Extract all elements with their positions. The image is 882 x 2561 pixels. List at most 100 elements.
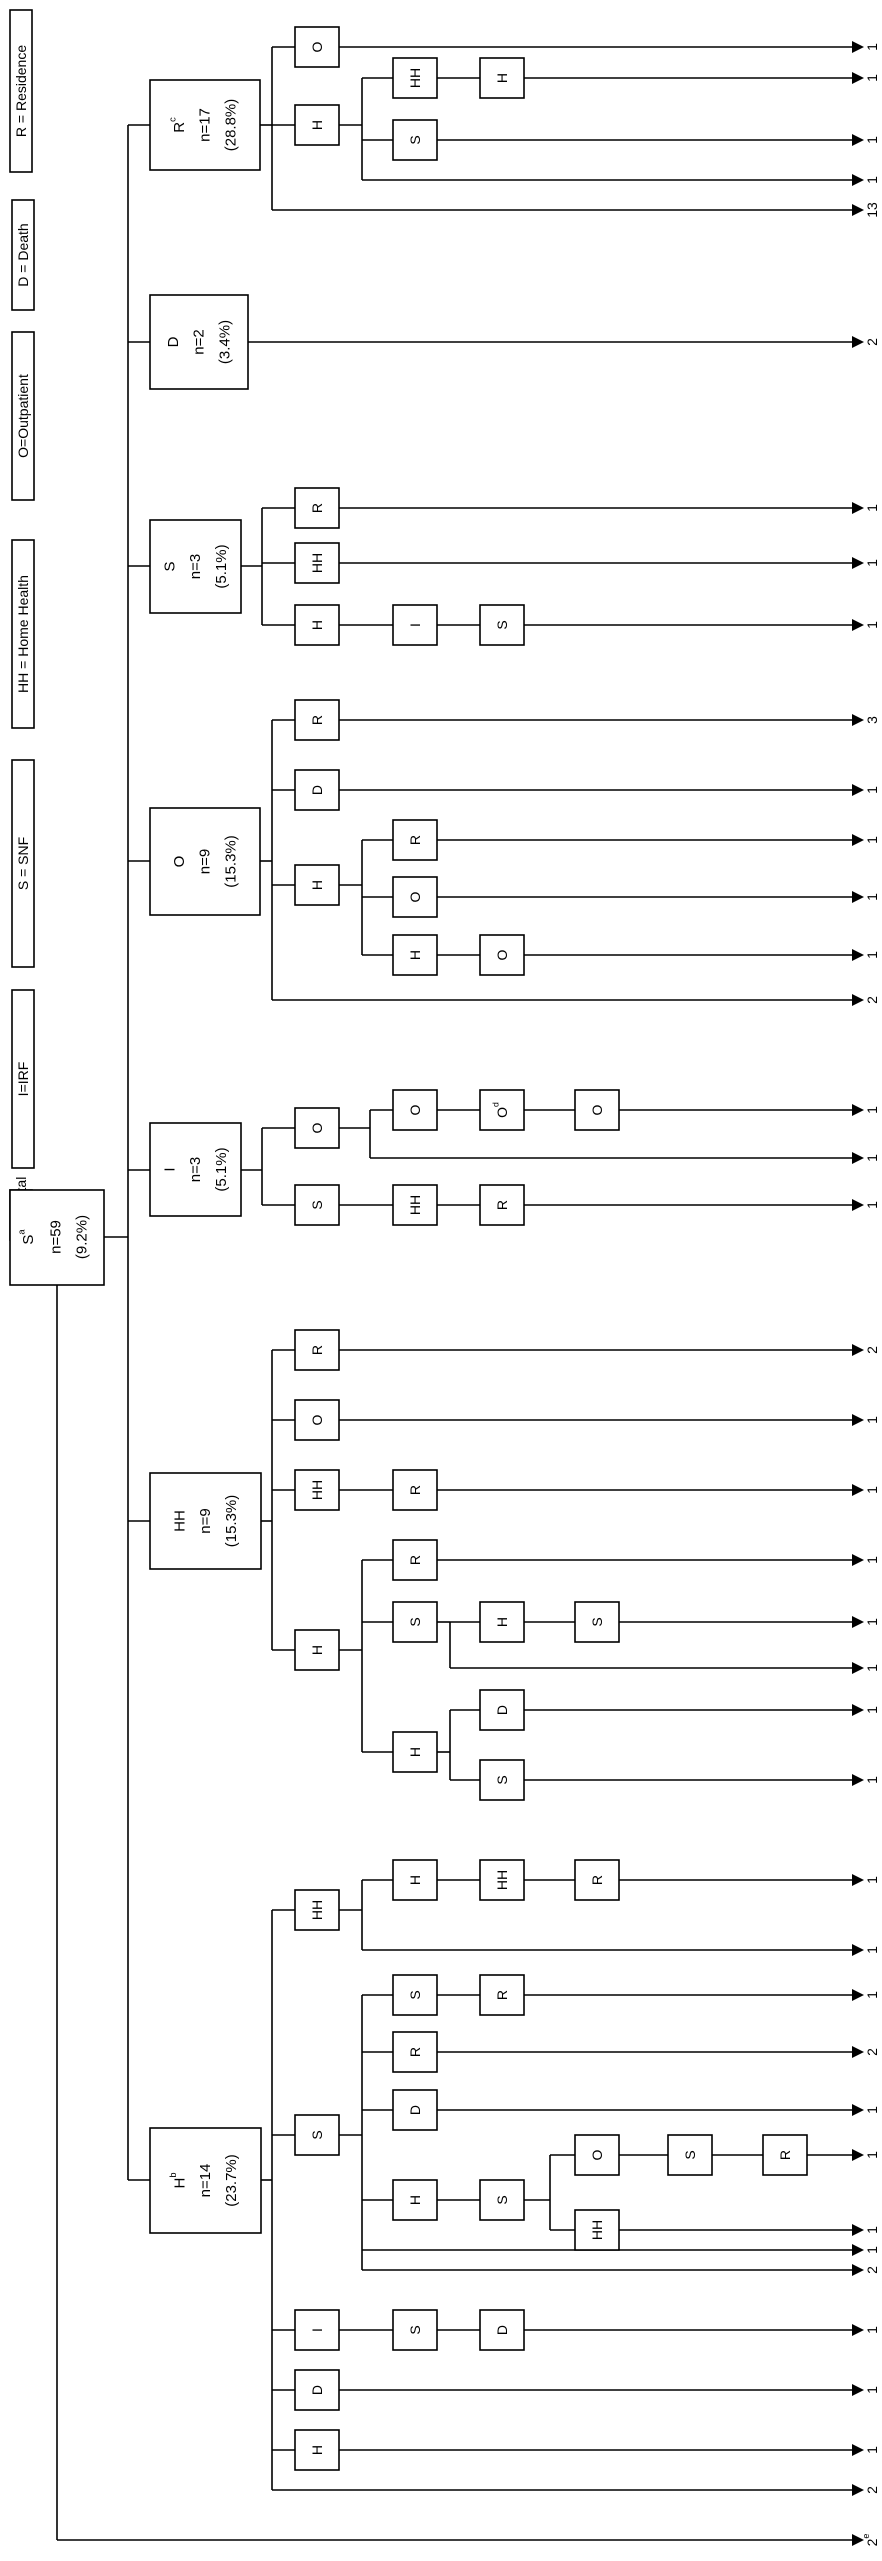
- state-label: O: [494, 949, 510, 960]
- state-label: S: [494, 1775, 510, 1784]
- root-label-superscript: a: [16, 1229, 26, 1235]
- state-node-h: [392, 2179, 438, 2221]
- group-box-r: [149, 79, 261, 171]
- state-label: I: [309, 2328, 325, 2332]
- state-label: Od: [491, 1102, 510, 1118]
- group-box-s: [149, 519, 242, 614]
- state-node-s: [294, 2114, 340, 2156]
- state-node-h: [392, 934, 438, 976]
- state-node-hh: [294, 1469, 340, 1511]
- arrowhead: [852, 1774, 864, 1786]
- state-label-base: O: [407, 1104, 423, 1115]
- arrowhead: [852, 174, 864, 186]
- arrowhead: [852, 2384, 864, 2396]
- legend-box-s: [11, 759, 35, 968]
- legend-box-r: [9, 9, 33, 173]
- root-pct: (9.2%): [74, 1215, 91, 1259]
- state-label: S: [407, 2325, 423, 2334]
- state-label-base: O: [494, 949, 510, 960]
- group-pct-s: (5.1%): [213, 544, 230, 588]
- state-node-r: [294, 487, 340, 529]
- endpoint-count: 1: [864, 786, 880, 794]
- state-node-o: [294, 26, 340, 68]
- endpoint-count: 1: [864, 176, 880, 184]
- arrowhead: [852, 949, 864, 961]
- state-node-i: [294, 2309, 340, 2351]
- state-node-i: [392, 604, 438, 646]
- endpoint-count: 1: [864, 951, 880, 959]
- state-node-r: [294, 699, 340, 741]
- state-label-base: H: [494, 1617, 510, 1627]
- endpoint-count: 1: [864, 1201, 880, 1209]
- state-label: H: [407, 2195, 423, 2205]
- arrowhead: [852, 2264, 864, 2276]
- state-label-base: S: [407, 2325, 423, 2334]
- arrowhead: [852, 834, 864, 846]
- arrowhead: [852, 1199, 864, 1211]
- group-pct-i: (5.1%): [213, 1147, 230, 1191]
- state-label: S: [494, 2195, 510, 2204]
- group-n-i: n=3: [187, 1157, 204, 1182]
- arrowhead: [852, 72, 864, 84]
- state-label: R: [407, 835, 423, 845]
- state-node-h: [294, 864, 340, 906]
- arrowhead: [852, 1662, 864, 1674]
- state-label: S: [309, 1200, 325, 1209]
- root-box: [9, 1189, 105, 1286]
- state-node-d: [392, 2089, 438, 2131]
- state-label-base: R: [494, 1990, 510, 2000]
- state-label-base: HH: [309, 1900, 325, 1920]
- endpoint-count: 2: [864, 2486, 880, 2494]
- state-label: H: [407, 950, 423, 960]
- arrowhead: [852, 1944, 864, 1956]
- state-node-o: [574, 1089, 620, 1131]
- endpoint-count: 13: [864, 202, 880, 218]
- endpoint-count: 3: [864, 716, 880, 724]
- state-label: O: [589, 1104, 605, 1115]
- state-label-base: H: [407, 1875, 423, 1885]
- state-label-base: R: [589, 1875, 605, 1885]
- state-node-h: [392, 1859, 438, 1901]
- arrowhead: [852, 1989, 864, 2001]
- state-node-o: [479, 934, 525, 976]
- group-label-i-base: I: [161, 1167, 178, 1171]
- state-label: D: [494, 2325, 510, 2335]
- state-label: R: [494, 1200, 510, 1210]
- group-box-i: [149, 1122, 242, 1217]
- state-label-base: O: [309, 1414, 325, 1425]
- connector-lines: [56, 46, 852, 2541]
- root-label-base: S: [20, 1235, 37, 1245]
- legend-box-i: [11, 989, 35, 1169]
- state-label: D: [407, 2105, 423, 2115]
- group-label-i: I: [161, 1167, 178, 1171]
- state-node-h: [392, 1731, 438, 1773]
- endpoint-count: 1: [864, 1946, 880, 1954]
- arrowhead: [852, 1414, 864, 1426]
- state-node-s: [479, 604, 525, 646]
- state-label-base: D: [407, 2105, 423, 2115]
- state-label-base: O: [589, 2149, 605, 2160]
- state-label: R: [407, 2047, 423, 2057]
- arrowhead: [852, 2149, 864, 2161]
- arrowhead: [852, 619, 864, 631]
- endpoint-count: 1: [864, 2226, 880, 2234]
- state-label-base: O: [309, 1122, 325, 1133]
- state-label: R: [309, 1345, 325, 1355]
- state-label-base: R: [309, 503, 325, 513]
- state-label-base: H: [309, 1645, 325, 1655]
- state-label-base: R: [309, 715, 325, 725]
- state-label-base: S: [407, 1990, 423, 1999]
- state-node-d: [294, 769, 340, 811]
- state-node-s: [479, 1759, 525, 1801]
- state-label-base: D: [494, 2325, 510, 2335]
- group-pct-h: (23.7%): [223, 2154, 240, 2207]
- state-label-base: R: [407, 835, 423, 845]
- endpoint-count: 1: [864, 2246, 880, 2254]
- state-label-base: H: [407, 950, 423, 960]
- legend-label-d: D = Death: [15, 223, 31, 286]
- endpoint-count: 1: [864, 621, 880, 629]
- state-label-base: S: [589, 1617, 605, 1626]
- state-label-base: H: [407, 1747, 423, 1757]
- arrowhead: [852, 336, 864, 348]
- state-node-r: [392, 1469, 438, 1511]
